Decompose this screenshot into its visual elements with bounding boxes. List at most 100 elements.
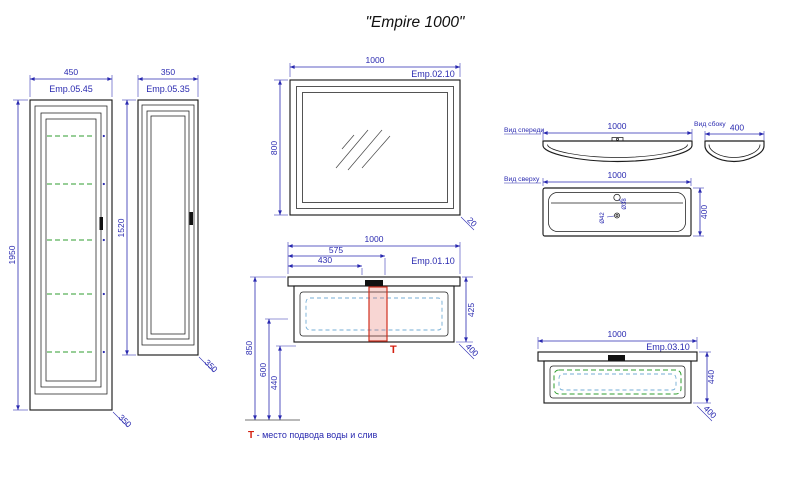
product-code: Emp.01.10 <box>411 256 455 266</box>
vanity-cabinet: 1000 Emp.01.10 575 430 Т 425 850 600 440… <box>244 234 481 421</box>
drawer-inner-dashed <box>305 297 443 331</box>
drawer-molding <box>299 291 449 337</box>
cabinet-outline <box>29 99 113 411</box>
drain-height-dim-label: 440 <box>269 376 279 390</box>
glare-line <box>341 134 355 150</box>
drawer-inner-blue-dashed <box>558 373 677 391</box>
tall-cabinet-350: 350 Emp.05.35 1520 350 <box>116 67 220 375</box>
depth-dim-label: 400 <box>702 403 719 420</box>
shelf-pin <box>102 238 105 242</box>
drain-hole-inner <box>615 214 619 217</box>
width-dim-label: 1000 <box>608 121 627 131</box>
depth-dim-label: 20 <box>465 215 479 229</box>
door-handle <box>189 212 193 225</box>
faucet-hole <box>613 193 621 202</box>
view-label: Вид сбоку <box>694 120 726 128</box>
drawer-molding <box>549 365 686 399</box>
door-frame <box>40 112 102 388</box>
glare-line <box>361 135 391 169</box>
sink-side-view: Вид сбоку 400 <box>694 120 765 163</box>
shelf-pin <box>102 182 105 186</box>
view-label: Вид сверху <box>504 176 540 183</box>
glare-line <box>347 129 383 171</box>
sink-basin-inner <box>547 144 688 158</box>
sink-side-outline <box>704 140 765 163</box>
glare-line <box>335 129 369 169</box>
sink-top-view: Вид сверху 1000 Ø38 Ø42 400 <box>504 170 709 237</box>
mirror: 1000 Emp.02.10 800 20 <box>269 55 479 231</box>
shelf-pin <box>102 350 105 354</box>
product-code: Emp.02.10 <box>411 69 455 79</box>
supply-height-dim-label: 600 <box>258 363 268 377</box>
drawer-front <box>293 285 455 343</box>
mirror-frame-inner <box>296 86 454 209</box>
width-dim-label: 450 <box>64 67 78 77</box>
body-height-dim-label: 425 <box>466 303 476 317</box>
door-frame <box>146 110 190 340</box>
door-frame <box>34 105 108 395</box>
depth-leader-line <box>198 356 215 373</box>
drawer-front <box>543 360 692 404</box>
sink-top-outline <box>542 187 692 237</box>
leader-line <box>606 215 615 218</box>
water-supply-marker: Т <box>390 344 397 356</box>
total-height-dim-label: 850 <box>244 341 254 355</box>
width-dim-label: 1000 <box>608 170 627 180</box>
height-dim-label: 800 <box>269 141 279 155</box>
depth-dim-label: 350 <box>203 357 220 374</box>
product-code: Emp.05.45 <box>49 84 93 94</box>
mirror-glass <box>302 92 448 203</box>
depth-dim-label: 400 <box>464 341 481 358</box>
note-marker: Т <box>248 430 254 441</box>
page-title: "Empire 1000" <box>366 14 466 31</box>
depth-leader-line <box>458 343 475 360</box>
depth-dim-label: 400 <box>699 205 709 219</box>
product-code: Emp.03.10 <box>646 342 690 352</box>
depth-dim-label: 400 <box>730 123 744 133</box>
tall-cabinet-450: 450 Emp.05.45 1950 350 <box>7 67 134 430</box>
drain-hole <box>614 212 620 219</box>
door-panel <box>150 115 186 335</box>
view-label: Вид спереди <box>504 127 544 134</box>
product-code: Emp.05.35 <box>146 84 190 94</box>
depth-dim-label: 350 <box>117 412 134 429</box>
mirror-frame <box>289 79 461 216</box>
door-panel <box>45 118 97 382</box>
height-dim-label: 440 <box>706 370 716 384</box>
drawer-inner-green-dashed <box>553 369 682 395</box>
height-dim-label: 1950 <box>7 245 17 264</box>
water-supply-box <box>368 286 388 342</box>
sink-side-inner <box>708 144 761 158</box>
width-dim-label: 1000 <box>365 234 384 244</box>
note-text: Т - место подвода воды и слив <box>248 430 378 441</box>
depth-leader-line <box>460 216 475 231</box>
drawer-handle <box>608 355 625 361</box>
depth-leader-line <box>112 411 129 428</box>
supply-offset-dim-label: 430 <box>318 255 332 265</box>
sink-front-view: Вид спереди 1000 <box>504 121 693 163</box>
mirror-glare <box>335 129 391 171</box>
width-dim-label: 1000 <box>366 55 385 65</box>
door-handle <box>99 217 103 230</box>
shelf-pin <box>102 292 105 296</box>
door-frame <box>141 104 195 346</box>
shelf-pin <box>102 134 105 138</box>
washbasin-cabinet: 1000 Emp.03.10 440 400 <box>537 329 719 422</box>
depth-leader-line <box>696 405 713 422</box>
note-body: - место подвода воды и слив <box>254 430 377 440</box>
faucet-hole <box>616 137 619 141</box>
sink-basin-outline <box>542 140 693 163</box>
footnote: Т - место подвода воды и слив <box>248 430 378 441</box>
cabinet-outline <box>137 99 199 356</box>
leader-line <box>618 199 624 204</box>
drawer-handle <box>365 280 383 286</box>
shelf-lines <box>47 134 105 354</box>
sink-bowl-outline <box>548 192 686 232</box>
drain-offset-dim-label: 575 <box>329 245 343 255</box>
faucet-hole-label: Ø38 <box>622 198 628 210</box>
drain-hole-label: Ø42 <box>600 212 606 224</box>
height-dim-label: 1520 <box>116 218 126 237</box>
width-dim-label: 1000 <box>608 329 627 339</box>
